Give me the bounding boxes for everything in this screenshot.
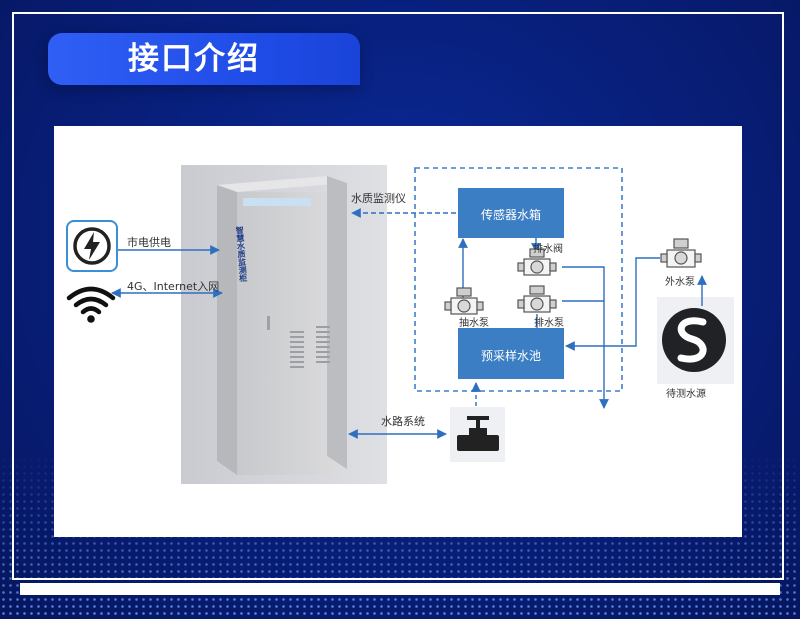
monitor-label: 水质监测仪: [351, 192, 406, 205]
instrument-boundary: [414, 167, 623, 392]
diagram-canvas: [111, 165, 734, 484]
title-tab: [48, 33, 360, 85]
outer-pump-icon: [660, 238, 702, 268]
lightning-icon: [66, 220, 118, 272]
sensor-tank-box: [458, 188, 564, 238]
drain-pump-icon: [517, 285, 557, 313]
page-title: 接口介绍: [128, 41, 260, 77]
wifi-icon: [66, 284, 116, 324]
drain-pump-label: 排水泵: [534, 318, 564, 329]
presample-pool-label: 预采样水池: [480, 349, 541, 363]
water-source-label: 待测水源: [666, 389, 706, 400]
water-system-label: 水路系统: [381, 415, 425, 428]
sensor-tank-label: 传感器水箱: [480, 208, 541, 222]
suction-pump-icon: [444, 287, 484, 315]
presample-pool-box: [458, 328, 564, 379]
interface-diagram-panel: 智慧水质监测柜 市电供电 4G、Internet入网 水质监测仪 传感器水箱 预…: [54, 126, 742, 537]
content-frame: [12, 12, 784, 580]
power-label: 市电供电: [127, 236, 171, 249]
outer-pump-label: 外水泵: [665, 277, 695, 288]
valve-icon: [457, 416, 499, 451]
suction-pump-label: 抽水泵: [459, 318, 489, 329]
bottom-band: [20, 583, 780, 595]
drain-valve-label: 排水阀: [533, 244, 563, 255]
cabinet-image: [217, 176, 348, 475]
network-label: 4G、Internet入网: [127, 280, 220, 293]
drain-valve-icon: [517, 248, 557, 276]
